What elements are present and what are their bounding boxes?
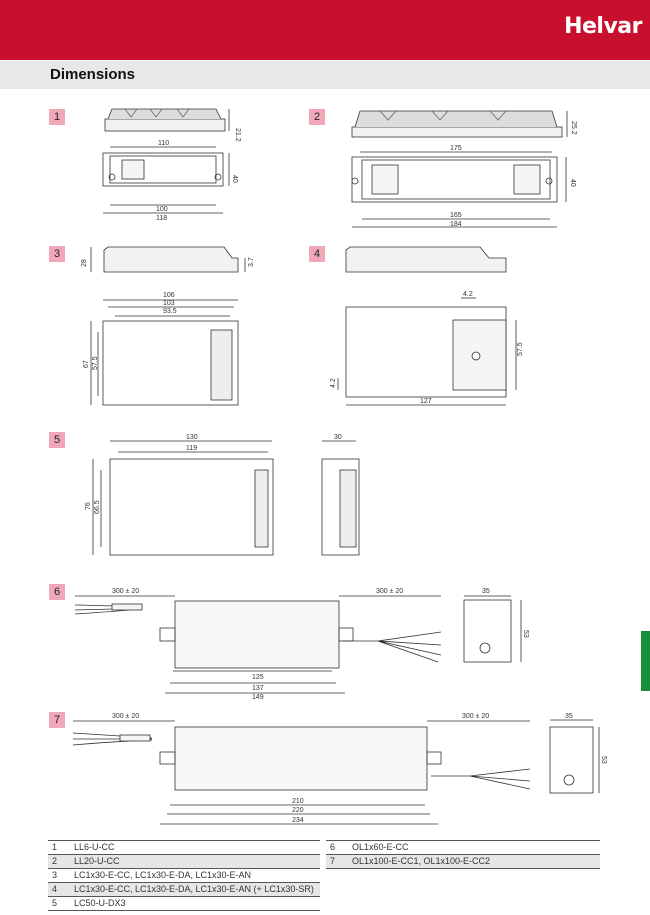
dim-label: 220 xyxy=(292,807,304,814)
dim-label: 184 xyxy=(450,221,462,228)
dim-label: 130 xyxy=(186,434,198,441)
drawing-5: 130 119 76 66.5 30 xyxy=(85,434,360,556)
dim-label: 66.5 xyxy=(94,500,101,514)
figure-number: 7 xyxy=(49,712,65,728)
dim-label: 119 xyxy=(186,445,197,452)
dim-label: 106 xyxy=(163,292,175,299)
helvar-logo: Helvar xyxy=(564,14,642,39)
drawing-2: 25.2 175 40 165 184 xyxy=(351,110,577,228)
dim-label: 35 xyxy=(482,588,490,595)
dim-label: 234 xyxy=(292,817,304,824)
figure-number: 1 xyxy=(49,109,65,125)
section-title: Dimensions xyxy=(50,66,136,83)
dim-label: 30 xyxy=(334,434,342,441)
dim-label: 100 xyxy=(156,206,168,213)
dim-label: 210 xyxy=(292,798,304,805)
drawing-4: 4.2 57.5 4.2 127 xyxy=(330,246,524,406)
dim-label: 28 xyxy=(81,259,88,267)
page-edge-tab xyxy=(641,631,650,691)
dim-label: 118 xyxy=(156,215,167,222)
figure-number: 5 xyxy=(49,432,65,448)
dim-label: 165 xyxy=(450,212,462,219)
figure-number: 3 xyxy=(49,246,65,262)
dim-label: 40 xyxy=(569,179,576,187)
dim-label: 67 xyxy=(83,360,90,368)
figure-number: 2 xyxy=(309,109,325,125)
drawing-6: 300 ± 20 300 ± 20 35 53 125 137 149 xyxy=(74,588,529,701)
dim-label: 149 xyxy=(252,694,264,701)
dim-label: 137 xyxy=(252,685,264,692)
dim-label: 300 ± 20 xyxy=(376,588,403,595)
dim-label: 40 xyxy=(231,175,238,183)
dim-label: 4.2 xyxy=(330,378,337,388)
dim-label: 53 xyxy=(522,630,529,638)
dim-label: 3.7 xyxy=(248,257,255,267)
drawing-3: 28 3.7 106 103 93.5 67 57.5 xyxy=(81,246,255,406)
dim-label: 57.5 xyxy=(92,356,99,370)
dim-label: 35 xyxy=(565,713,573,720)
dim-label: 53 xyxy=(600,756,607,764)
dim-label: 175 xyxy=(450,145,462,152)
figure-number: 4 xyxy=(309,246,325,262)
dim-label: 4.2 xyxy=(463,291,473,298)
header-bar: Helvar xyxy=(0,0,650,60)
dim-label: 300 ± 20 xyxy=(112,713,139,720)
dim-label: 103 xyxy=(163,300,175,307)
drawing-1: 21.2 110 40 100 118 xyxy=(102,108,241,222)
section-bar: Dimensions xyxy=(0,61,650,89)
dim-label: 125 xyxy=(252,674,264,681)
dim-label: 57.5 xyxy=(517,342,524,356)
dim-label: 110 xyxy=(158,140,169,147)
dim-label: 300 ± 20 xyxy=(462,713,489,720)
dim-label: 25.2 xyxy=(570,121,577,135)
dim-label: 21.2 xyxy=(234,128,241,142)
dim-label: 76 xyxy=(85,502,92,510)
drawing-7: 300 ± 20 300 ± 20 35 53 210 220 234 xyxy=(72,713,607,825)
dim-label: 127 xyxy=(420,398,432,405)
figure-number: 6 xyxy=(49,584,65,600)
dim-label: 93.5 xyxy=(163,308,177,315)
dim-label: 300 ± 20 xyxy=(112,588,139,595)
